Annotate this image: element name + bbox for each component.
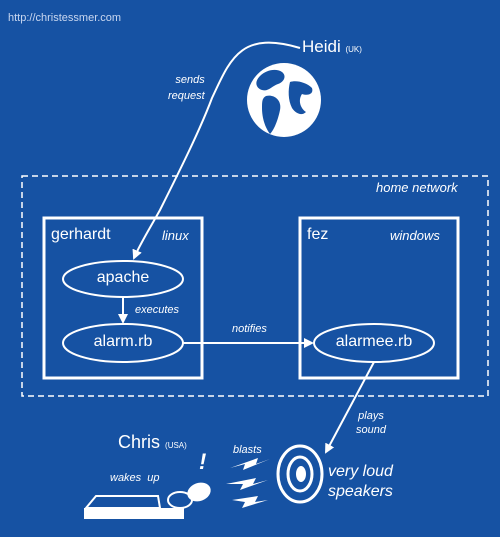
fez-os-label: windows bbox=[390, 228, 440, 243]
plays-sound-label: plays sound bbox=[356, 409, 386, 437]
speaker-icon bbox=[276, 444, 324, 504]
notifies-label: notifies bbox=[232, 323, 267, 335]
chris-label: Chris (USA) bbox=[118, 432, 187, 453]
fez-server-box bbox=[298, 216, 460, 380]
heidi-country: (UK) bbox=[345, 45, 362, 54]
speakers-line-1: very loud bbox=[328, 463, 393, 480]
home-network-boundary bbox=[21, 175, 489, 397]
blasts-label: blasts bbox=[233, 444, 262, 456]
sends-request-line-1: sends bbox=[175, 74, 205, 86]
home-network-label: home network bbox=[376, 180, 458, 195]
gerhardt-server-box bbox=[42, 216, 204, 380]
fez-host-label: fez bbox=[307, 226, 329, 243]
apache-label: apache bbox=[96, 269, 150, 286]
heidi-label: Heidi (UK) bbox=[302, 37, 362, 57]
gerhardt-host-label: gerhardt bbox=[51, 226, 111, 243]
exclamation-mark: ! bbox=[199, 449, 207, 474]
plays-sound-line-2: sound bbox=[356, 424, 386, 436]
speakers-label: very loud speakers bbox=[328, 462, 393, 502]
chris-name: Chris bbox=[118, 432, 161, 452]
sends-request-line-2: request bbox=[168, 90, 205, 102]
sends-request-label: sends request bbox=[168, 72, 205, 104]
alarm-rb-label: alarm.rb bbox=[93, 333, 153, 350]
gerhardt-os-label: linux bbox=[162, 228, 189, 243]
chris-country: (USA) bbox=[165, 441, 187, 450]
globe-icon bbox=[247, 63, 321, 137]
plays-sound-arrow bbox=[325, 361, 375, 454]
sound-blast-icon bbox=[226, 458, 270, 508]
alarmee-rb-label: alarmee.rb bbox=[335, 333, 413, 350]
executes-label: executes bbox=[135, 304, 180, 316]
plays-sound-line-1: plays bbox=[358, 410, 384, 422]
source-url: http://christessmer.com bbox=[8, 12, 122, 24]
apache-node bbox=[62, 260, 184, 298]
alarm-clock-icon bbox=[83, 482, 211, 519]
request-arrow bbox=[132, 41, 301, 260]
heidi-name: Heidi bbox=[302, 37, 341, 56]
wakes-up-label: wakes up bbox=[110, 472, 160, 484]
speakers-line-2: speakers bbox=[328, 483, 393, 500]
